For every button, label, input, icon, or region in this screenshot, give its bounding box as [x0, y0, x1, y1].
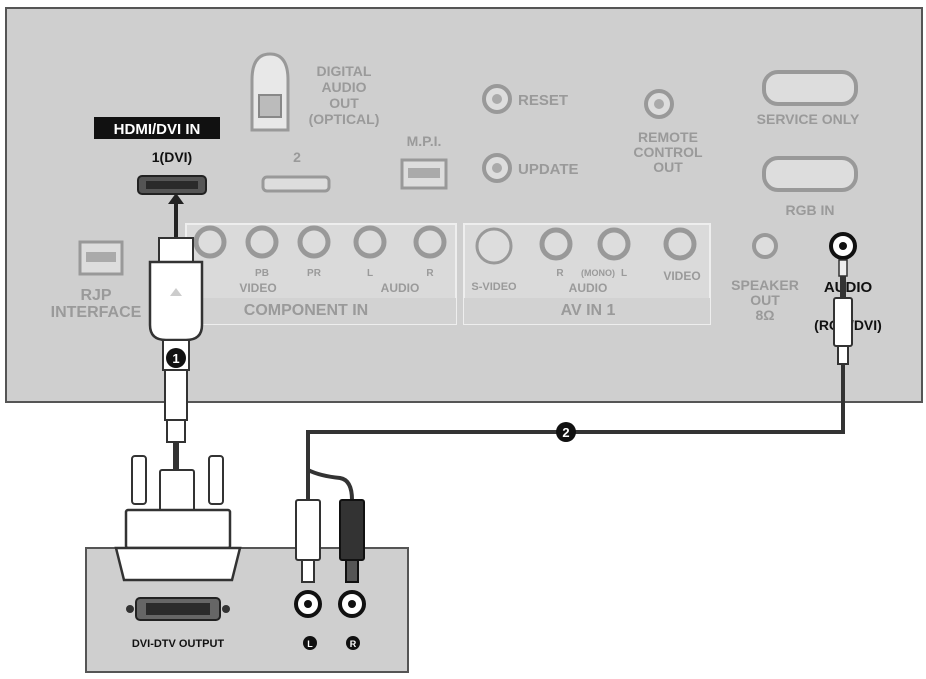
av-audio-r-jack	[539, 227, 573, 261]
dvi-thumbscrew-right	[208, 455, 224, 505]
reset-label: RESET	[518, 92, 568, 109]
hdmi-port-2	[261, 175, 331, 193]
remote-label-1: REMOTE	[638, 129, 698, 145]
device-audio-r-jack-core	[348, 600, 356, 608]
rca-plug-right-tip	[345, 559, 359, 583]
reset-jack-core	[492, 94, 502, 104]
device-l-label: L	[307, 639, 313, 649]
av-r-label: R	[556, 268, 564, 279]
hdmi-insert-arrowhead-icon	[168, 193, 184, 204]
hdmi-cable-ferrite	[166, 419, 186, 443]
svideo-label: S-VIDEO	[471, 281, 517, 293]
step-2-label: 2	[562, 425, 569, 440]
rjp-label-1: RJP	[80, 287, 111, 304]
av-audio-l-jack	[597, 227, 631, 261]
rjp-port-inner	[86, 252, 116, 262]
dvi-output-port-pins	[146, 603, 210, 615]
audio-plug-tip	[838, 259, 848, 277]
speaker-label-1: SPEAKER	[731, 277, 799, 293]
component-in-caption-bar	[186, 298, 456, 324]
av-video-jack	[663, 227, 697, 261]
component-jacks	[193, 225, 447, 259]
component-in-label: COMPONENT IN	[244, 302, 368, 319]
step-2-badge	[556, 422, 576, 442]
audio-cable-split-right	[307, 468, 354, 501]
hdmi-plug-arrow-icon	[170, 288, 182, 296]
dvi-plug-shell	[114, 546, 242, 582]
audio-plug-strain	[837, 345, 849, 365]
rjp-label-2: INTERFACE	[51, 304, 142, 321]
component-jack-pb	[245, 225, 279, 259]
audio-rgb-dvi-jack-core	[839, 242, 847, 250]
component-l-label: L	[367, 268, 373, 279]
remote-control-jack-core	[654, 99, 664, 109]
optical-label-4: (OPTICAL)	[309, 111, 380, 127]
mpi-label: M.P.I.	[407, 133, 442, 149]
service-only-label: SERVICE ONLY	[757, 111, 860, 127]
optical-label-2: AUDIO	[321, 79, 366, 95]
dvi-thumbscrew-left	[131, 455, 147, 505]
dvi-plug-body	[124, 508, 232, 550]
av-l-label: L	[621, 268, 627, 279]
component-r-label: R	[426, 268, 434, 279]
optical-port-housing	[250, 52, 290, 132]
dvi-cable-boot	[159, 469, 195, 513]
component-pb-label: PB	[255, 268, 269, 279]
component-audio-sub-label: AUDIO	[381, 281, 420, 295]
optical-label-3: OUT	[329, 95, 359, 111]
rgb-in-port	[762, 156, 858, 192]
step-1-badge	[166, 348, 186, 368]
audio-rgb-dvi-label: AUDIO	[824, 279, 873, 296]
av-mono-label: (MONO)	[581, 268, 615, 278]
av-in-1-label: AV IN 1	[561, 302, 616, 319]
service-only-port	[762, 70, 858, 106]
hdmi-plug-body	[148, 260, 204, 342]
speaker-label-2: OUT	[750, 292, 780, 308]
step-1-label: 1	[172, 351, 179, 366]
mpi-port-inner	[408, 168, 440, 178]
update-label: UPDATE	[518, 161, 579, 178]
component-jack-audio-r	[413, 225, 447, 259]
av-in-1-caption-bar	[464, 298, 710, 324]
optical-label-1: DIGITAL	[317, 63, 372, 79]
component-jack-pr	[297, 225, 331, 259]
rgb-in-label: RGB IN	[786, 202, 835, 218]
hdmi-cable-segment	[164, 369, 188, 421]
component-jack-audio-l	[353, 225, 387, 259]
rca-plug-right-body	[339, 499, 365, 561]
dvi-output-screw-right	[222, 605, 230, 613]
rca-plug-left-tip	[301, 559, 315, 583]
hdmi-port-2-label: 2	[293, 149, 301, 165]
device-r-label: R	[350, 639, 357, 649]
av-in-jacks	[475, 227, 697, 265]
dvi-output-screw-left	[126, 605, 134, 613]
update-jack-core	[492, 163, 502, 173]
device-audio-l-jack-core	[304, 600, 312, 608]
hdmi-port-1-label: 1(DVI)	[152, 149, 192, 165]
dvi-dtv-output-label: DVI-DTV OUTPUT	[132, 638, 225, 650]
component-jack-y	[193, 225, 227, 259]
svideo-jack	[475, 227, 513, 265]
av-audio-sub-label: AUDIO	[569, 281, 608, 295]
speaker-out-jack	[752, 233, 778, 259]
remote-label-3: OUT	[653, 159, 683, 175]
component-pr-label: PR	[307, 268, 322, 279]
device-r-badge	[346, 636, 360, 650]
component-video-sub-label: VIDEO	[239, 281, 276, 295]
speaker-label-3: 8Ω	[755, 307, 774, 323]
hdmi-dvi-in-header: HDMI/DVI IN	[114, 121, 201, 138]
hdmi-dvi-in-header-box	[94, 117, 220, 139]
remote-label-2: CONTROL	[633, 144, 703, 160]
rca-plug-left-body	[295, 499, 321, 561]
audio-plug-body	[833, 297, 853, 347]
device-l-badge	[303, 636, 317, 650]
hdmi-port-1-inner	[146, 181, 198, 189]
av-video-label: VIDEO	[663, 269, 700, 283]
hdmi-plug-head	[158, 237, 194, 263]
optical-port	[258, 94, 282, 118]
